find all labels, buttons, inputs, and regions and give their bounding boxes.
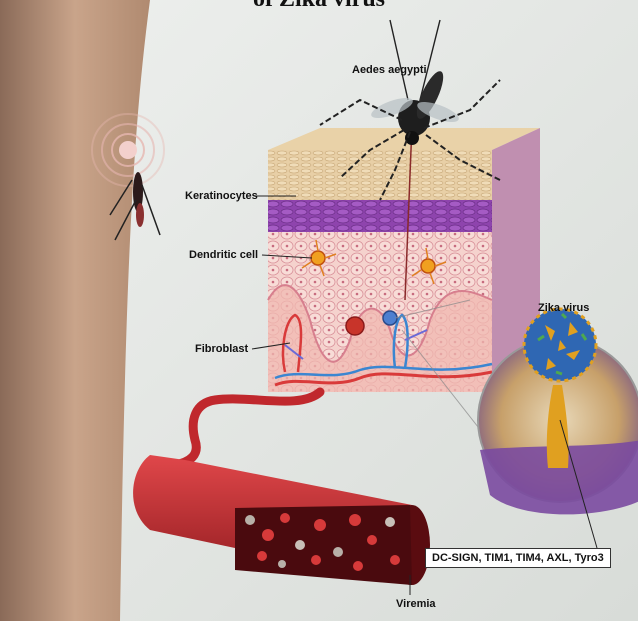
- keratinocyte-layer: [268, 150, 492, 200]
- keratinocytes-label: Keratinocytes: [185, 190, 258, 202]
- receptors-label: DC-SIGN, TIM1, TIM4, AXL, Tyro3: [425, 548, 611, 568]
- zika-virus-label: Zika virus: [538, 302, 589, 314]
- dendritic-cell-label: Dendritic cell: [189, 249, 258, 261]
- zika-virus-icon: [524, 309, 596, 381]
- mosquito-label: Aedes aegypti: [352, 64, 427, 76]
- basal-layer: [268, 200, 492, 232]
- page-title: of Zika virus: [0, 0, 638, 13]
- fibroblast-label: Fibroblast: [195, 343, 248, 355]
- viremia-label: Viremia: [396, 598, 436, 610]
